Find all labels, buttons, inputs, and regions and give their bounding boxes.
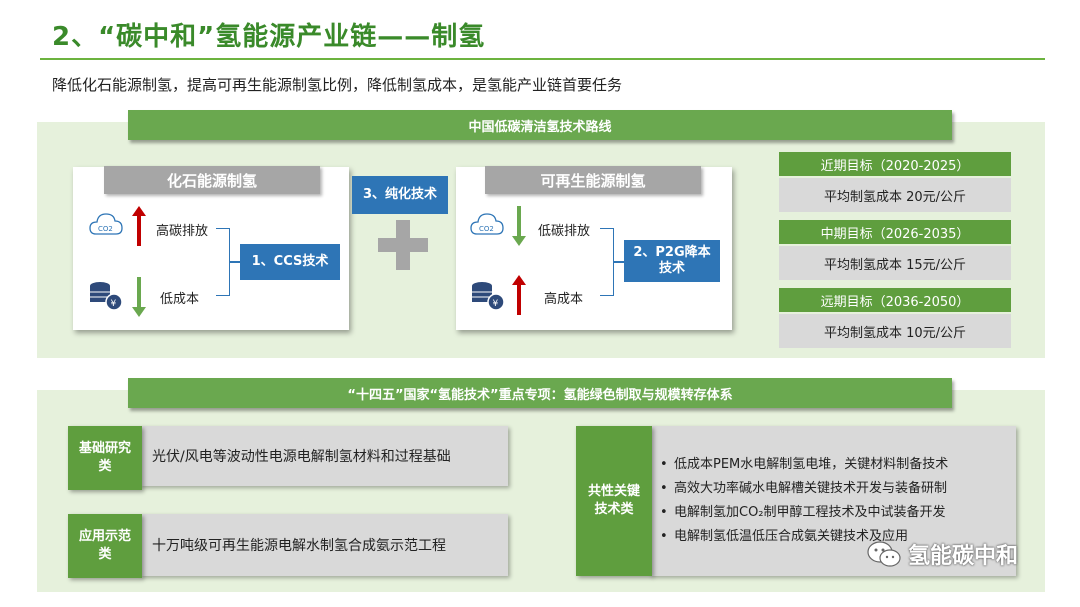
down-arrow-icon — [132, 277, 146, 317]
co2-cloud-icon: CO2 — [470, 213, 504, 235]
target-mid-body: 平均制氢成本 15元/公斤 — [779, 246, 1011, 280]
fossil-high-carbon: 高碳排放 — [156, 224, 209, 239]
purification-tech-box: 3、纯化技术 — [352, 176, 448, 214]
fossil-low-cost: 低成本 — [160, 292, 200, 307]
basic-research-tag-line2: 类 — [98, 459, 112, 474]
coins-icon: ¥ — [90, 282, 123, 311]
co2-icon-label: CO2 — [479, 225, 494, 233]
demo-tag-line1: 应用示范 — [78, 529, 131, 544]
renewable-low-carbon: 低碳排放 — [538, 224, 591, 239]
list-item: 电解制氢加CO₂制甲醇工程技术及中试装备开发 — [658, 501, 948, 525]
demo-tag-line2: 类 — [98, 547, 112, 562]
fossil-bracket — [216, 228, 230, 296]
demo-text: 十万吨级可再生能源电解水制氢合成氨示范工程 — [152, 538, 446, 554]
coins-icon: ¥ — [472, 282, 505, 311]
wechat-icon — [867, 541, 901, 567]
fossil-bracket-connector — [230, 261, 240, 263]
p2g-tech-box: 2、P2G降本技术 — [624, 240, 720, 282]
list-item: 电解制氢低温低压合成氨关键技术及应用 — [658, 525, 948, 549]
common-tech-row: 低成本PEM水电解制氢电堆，关键材料制备技术 高效大功率碱水电解槽关键技术开发与… — [650, 426, 1016, 576]
up-arrow-icon — [132, 206, 146, 246]
basic-research-tag-line1: 基础研究 — [78, 441, 131, 456]
watermark-text: 氢能碳中和 — [908, 544, 1019, 569]
plan-banner: “十四五”国家“氢能技术”重点专项：氢能绿色制取与规模转存体系 — [128, 378, 952, 408]
page-title: 2、“碳中和”氢能源产业链——制氢 — [52, 22, 486, 52]
common-tech-tag-line2: 技术类 — [594, 502, 634, 517]
demo-row: 十万吨级可再生能源电解水制氢合成氨示范工程 — [140, 514, 508, 576]
target-far-head: 远期目标（2036-2050） — [779, 288, 1011, 312]
title-divider — [40, 58, 1045, 60]
target-far-body: 平均制氢成本 10元/公斤 — [779, 314, 1011, 348]
svg-text:¥: ¥ — [493, 299, 499, 309]
list-item: 低成本PEM水电解制氢电堆，关键材料制备技术 — [658, 453, 948, 477]
fossil-header: 化石能源制氢 — [104, 166, 320, 194]
co2-cloud-icon: CO2 — [89, 213, 123, 235]
basic-research-tag: 基础研究 类 — [68, 426, 142, 490]
renewable-high-cost: 高成本 — [544, 292, 584, 307]
common-tech-tag-line1: 共性关键 — [587, 484, 640, 499]
up-arrow-icon — [512, 275, 526, 315]
basic-research-text: 光伏/风电等波动性电源电解制氢材料和过程基础 — [152, 449, 451, 465]
renewable-bracket-connector — [614, 261, 624, 263]
co2-icon-label: CO2 — [98, 225, 113, 233]
common-tech-tag: 共性关键 技术类 — [576, 426, 652, 576]
ccs-tech-box: 1、CCS技术 — [240, 244, 340, 280]
watermark: 氢能碳中和 — [866, 538, 1018, 570]
target-near-body: 平均制氢成本 20元/公斤 — [779, 178, 1011, 212]
roadmap-banner: 中国低碳清洁氢技术路线 — [128, 110, 952, 140]
demo-tag: 应用示范 类 — [68, 514, 142, 578]
svg-text:¥: ¥ — [111, 299, 117, 309]
renewable-bracket — [600, 228, 614, 296]
down-arrow-icon — [512, 206, 526, 246]
target-near-head: 近期目标（2020-2025） — [779, 152, 1011, 176]
common-tech-list: 低成本PEM水电解制氢电堆，关键材料制备技术 高效大功率碱水电解槽关键技术开发与… — [658, 453, 948, 549]
page-subtitle: 降低化石能源制氢，提高可再生能源制氢比例，降低制氢成本，是氢能产业链首要任务 — [52, 76, 623, 94]
target-mid-head: 中期目标（2026-2035） — [779, 220, 1011, 244]
renewable-header: 可再生能源制氢 — [485, 166, 701, 194]
plus-icon — [396, 220, 410, 270]
list-item: 高效大功率碱水电解槽关键技术开发与装备研制 — [658, 477, 948, 501]
basic-research-row: 光伏/风电等波动性电源电解制氢材料和过程基础 — [140, 426, 508, 486]
